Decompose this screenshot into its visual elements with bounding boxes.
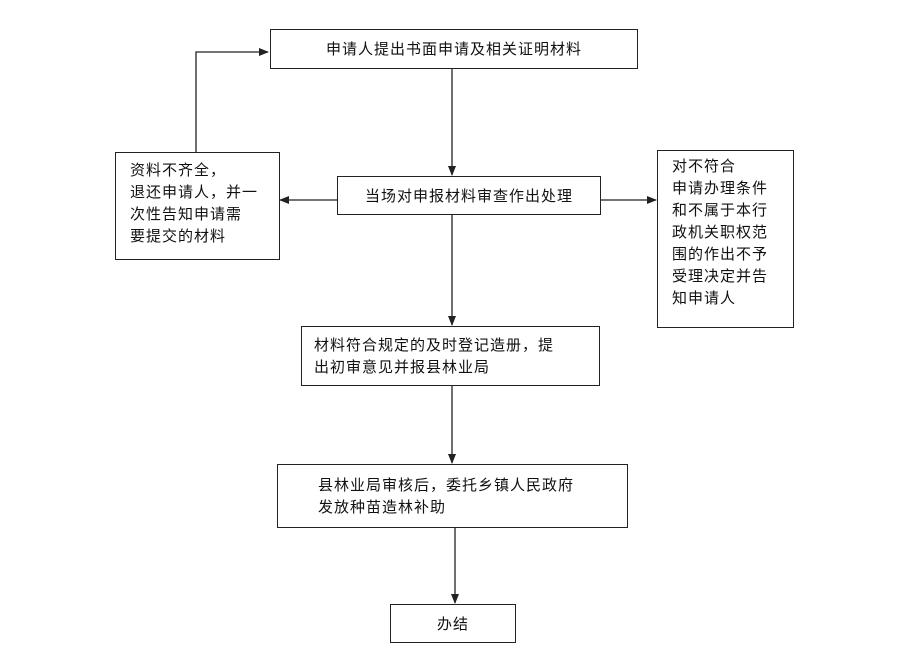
step-register-materials: 材料符合规定的及时登记造册，提 出初审意见并报县林业局 [301,326,600,386]
step-submit-application: 申请人提出书面申请及相关证明材料 [270,29,638,69]
step-county-forestry-review: 县林业局审核后，委托乡镇人民政府 发放种苗造林补助 [277,464,628,528]
step-onsite-review: 当场对申报材料审查作出处理 [337,176,601,215]
arrow-incomplete-back-to-submit [195,48,269,152]
step-reject-application: 对不符合 申请办理条件 和不属于本行 政机关职权范 围的作出不予 受理决定并告 … [657,150,794,328]
step-completed: 办结 [390,604,516,643]
step-incomplete-materials: 资料不齐全， 退还申请人，并一 次性告知申请需 要提交的材料 [115,152,280,260]
